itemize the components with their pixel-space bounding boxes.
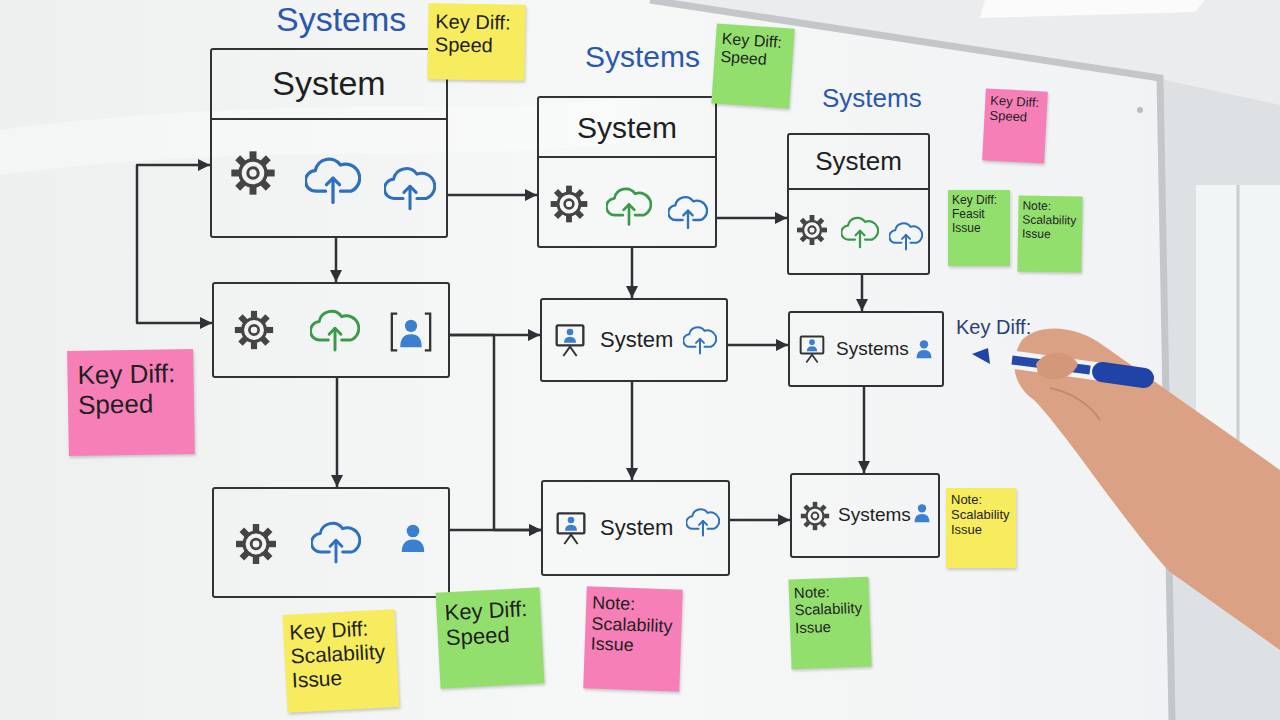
flow-arrow bbox=[335, 238, 338, 282]
system-box: System bbox=[787, 133, 930, 275]
cloud-icon bbox=[686, 509, 719, 535]
flow-arrow bbox=[861, 275, 864, 311]
sticky-note: Key Diff: Speed bbox=[427, 3, 525, 81]
cloud-icon bbox=[683, 327, 716, 353]
flow-arrow bbox=[448, 194, 537, 197]
cloud-icon bbox=[384, 169, 434, 209]
gear-icon bbox=[236, 524, 276, 564]
framed-person-icon bbox=[392, 314, 430, 351]
column-heading: Systems bbox=[585, 40, 700, 75]
gear-icon bbox=[235, 311, 273, 349]
note-text: Key Diff: Scalability Issue bbox=[289, 615, 393, 693]
system-box: System bbox=[540, 298, 728, 382]
connectors bbox=[137, 165, 864, 530]
gear-icon bbox=[231, 151, 274, 194]
flow-arrow bbox=[730, 519, 790, 522]
sticky-note: Key Diff: Speed bbox=[711, 23, 794, 108]
system-box: System bbox=[537, 96, 717, 248]
note-text: Note: Scalability Issue bbox=[1022, 200, 1079, 242]
system-box: System bbox=[210, 48, 448, 238]
note-text: Note: Scalability Issue bbox=[794, 582, 866, 636]
cloud-icon bbox=[311, 523, 359, 562]
flow-arrow bbox=[450, 529, 541, 532]
column-heading: Systems bbox=[276, 0, 406, 39]
flow-arrow bbox=[631, 248, 634, 298]
handwritten-note: Key Diff: bbox=[956, 316, 1031, 339]
person-icon bbox=[917, 340, 932, 358]
sticky-note: Key Diff: Speed bbox=[67, 349, 195, 456]
box-title: System bbox=[815, 147, 902, 176]
box-label: Systems bbox=[836, 339, 909, 360]
note-text: Key Diff: Speed bbox=[444, 596, 535, 651]
box-title: System bbox=[577, 111, 677, 144]
box-title: System bbox=[272, 65, 385, 102]
note-text: Key Diff: Feasit Issue bbox=[952, 194, 1006, 235]
system-box: Systems bbox=[790, 473, 940, 558]
note-text: Note: Scalability Issue bbox=[951, 493, 1011, 538]
note-text: Key Diff: Speed bbox=[435, 10, 519, 57]
flow-arrow bbox=[631, 382, 634, 480]
cloud-icon bbox=[841, 218, 878, 247]
column-heading: Systems bbox=[822, 84, 922, 114]
cloud-icon bbox=[606, 189, 651, 225]
flow-arrow bbox=[728, 344, 788, 347]
sticky-note: Key Diff: Feasit Issue bbox=[948, 190, 1010, 266]
hand bbox=[1014, 329, 1280, 650]
presentation-icon bbox=[558, 513, 585, 544]
flow-arrow bbox=[137, 165, 212, 323]
cloud-icon bbox=[305, 159, 359, 202]
flow-arrow bbox=[717, 217, 787, 220]
marker-tip bbox=[972, 348, 990, 364]
system-box bbox=[212, 487, 450, 598]
ceiling-light bbox=[980, 0, 1205, 18]
system-box: System bbox=[541, 480, 730, 576]
box-label: System bbox=[600, 516, 673, 540]
sticky-note: Note: Scalability Issue bbox=[583, 586, 683, 691]
note-text: Note: Scalability Issue bbox=[590, 593, 676, 658]
frame-screw bbox=[1137, 107, 1143, 113]
gear-icon bbox=[801, 502, 829, 530]
flow-arrow bbox=[863, 387, 866, 473]
person-icon bbox=[915, 504, 930, 522]
presentation-icon bbox=[557, 325, 584, 356]
thumb bbox=[1036, 353, 1078, 380]
box-header: System bbox=[789, 135, 928, 190]
sticky-note: Key Diff: Scalability Issue bbox=[283, 609, 400, 713]
sticky-note: Note: Scalability Issue bbox=[1017, 195, 1082, 272]
sticky-note: Key Diff: Speed bbox=[436, 587, 545, 688]
whiteboard-surface bbox=[0, 0, 1172, 720]
gear-icon bbox=[551, 186, 588, 223]
box-label: System bbox=[600, 328, 673, 352]
cloud-icon bbox=[889, 223, 922, 249]
note-text: Key Diff: Speed bbox=[77, 359, 184, 421]
flow-arrow bbox=[450, 335, 541, 530]
box-header: System bbox=[212, 50, 446, 120]
sticky-note: Note: Scalability Issue bbox=[788, 577, 871, 670]
sticky-note: Note: Scalability Issue bbox=[946, 488, 1016, 568]
flow-arrow bbox=[336, 378, 339, 487]
note-text: Key Diff: Speed bbox=[720, 30, 788, 71]
box-label: Systems bbox=[838, 505, 911, 526]
sticky-note: Key Diff: Speed bbox=[982, 88, 1048, 163]
note-text: Key Diff: Speed bbox=[989, 94, 1042, 127]
cloud-icon bbox=[310, 311, 358, 350]
person-icon bbox=[402, 525, 424, 552]
marker-cap bbox=[1102, 372, 1144, 378]
cloud-icon bbox=[668, 197, 707, 228]
system-box: Systems bbox=[788, 311, 944, 387]
finger-crease bbox=[1050, 388, 1100, 420]
system-box bbox=[212, 282, 450, 378]
box-header: System bbox=[539, 98, 715, 158]
gear-icon bbox=[797, 215, 827, 245]
presentation-icon bbox=[801, 337, 824, 363]
